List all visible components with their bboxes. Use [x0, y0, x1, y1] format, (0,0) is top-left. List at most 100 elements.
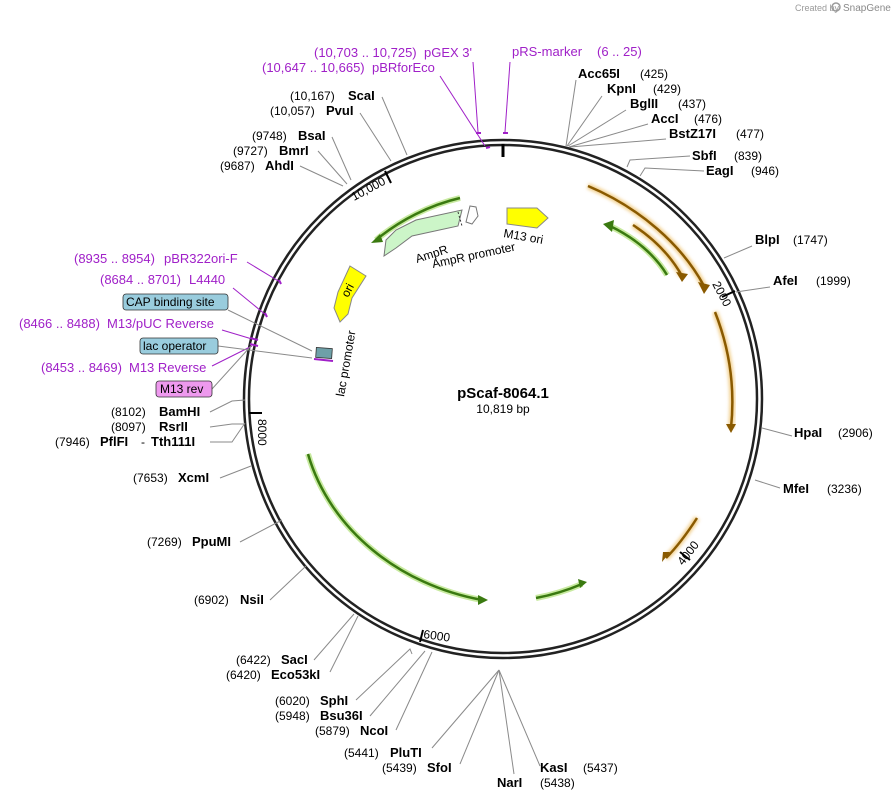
site-sbfi-pos: (839): [734, 149, 762, 163]
site-ncoi-name: NcoI: [360, 723, 388, 738]
site-nsii-name: NsiI: [240, 592, 264, 607]
lac-promoter-label: lac promoter: [333, 329, 358, 397]
site-bsu36i-pos: (5948): [275, 709, 310, 723]
tick-label-8000: 8000: [255, 419, 269, 446]
plasmid-size: 10,819 bp: [476, 402, 530, 416]
primer-prsmarker-name: pRS-marker: [512, 44, 583, 59]
site-hpai-name: HpaI: [794, 425, 822, 440]
cap-binding-site-label: CAP binding site: [126, 295, 215, 309]
site-bstz17i-name: BstZ17I: [669, 126, 716, 141]
site-xcmi-name: XcmI: [178, 470, 209, 485]
site-eagi-pos: (946): [751, 164, 779, 178]
site-bsai-name: BsaI: [298, 128, 325, 143]
orange-feature-1: [586, 183, 710, 294]
primer-pbrforeco-range: (10,647 .. 10,665): [262, 60, 365, 75]
tick-label-2000: 2000: [709, 279, 734, 309]
tick-10000: [384, 170, 392, 184]
site-pflfi-sep: -: [141, 435, 145, 449]
site-ahdi-pos: (9687): [220, 159, 255, 173]
site-kpni-name: KpnI: [607, 81, 636, 96]
leader-l4440: [232, 287, 267, 316]
site-eco53ki-pos: (6420): [226, 668, 261, 682]
primer-m13rev-range: (8453 .. 8469): [41, 360, 122, 375]
site-pvui-pos: (10,057): [270, 104, 315, 118]
cap-binding-site-box: [122, 293, 229, 311]
site-pvui-name: PvuI: [326, 103, 353, 118]
orange-feature-2: [631, 222, 688, 282]
m13-ori-arrow: [506, 207, 549, 229]
site-rsrii-pos: (8097): [111, 420, 146, 434]
site-nsii-pos: (6902): [194, 593, 229, 607]
primer-pbr322ori-name: pBR322ori-F: [164, 251, 238, 266]
site-ahdi-name: AhdI: [265, 158, 294, 173]
site-saci-pos: (6422): [236, 653, 271, 667]
tick-4000: [679, 551, 691, 561]
site-nari-pos: (5438): [540, 776, 575, 790]
lac-operator-box: [139, 337, 219, 355]
backbone-outer: [242, 138, 764, 660]
primer-pbrforeco-name: pBRforEco: [372, 60, 435, 75]
site-bglii-name: BglII: [630, 96, 658, 111]
primer-mark-pbrforeco: [485, 146, 491, 149]
site-xcmi-pos: (7653): [133, 471, 168, 485]
lac-promoter-feature: [315, 347, 333, 359]
site-nari-name: NarI: [497, 775, 522, 790]
green-feature-bottom: [535, 579, 587, 601]
site-rsrii-name: RsrII: [159, 419, 188, 434]
leader-pgex3: [472, 61, 479, 133]
site-scai-pos: (10,167): [290, 89, 335, 103]
site-saci-name: SacI: [281, 652, 308, 667]
leader-lacop: [217, 345, 313, 359]
m13-rev-box: [155, 380, 213, 398]
site-kasi-pos: (5437): [583, 761, 618, 775]
site-sphi-name: SphI: [320, 693, 348, 708]
site-acc65i-pos: (425): [640, 67, 668, 81]
site-kasi-name: KasI: [540, 760, 567, 775]
tick-label-6000: 6000: [423, 627, 452, 645]
credit-prefix: Created by: [795, 3, 840, 13]
leader-m13puc: [221, 329, 253, 340]
m13-rev-label: M13 rev: [160, 382, 203, 396]
ori-arrow: [333, 265, 367, 323]
primer-l4440-range: (8684 .. 8701): [100, 272, 181, 287]
site-hpai-pos: (2906): [838, 426, 873, 440]
site-mfei-pos: (3236): [827, 482, 862, 496]
site-mfei-name: MfeI: [783, 481, 809, 496]
site-acc65i-name: Acc65I: [578, 66, 620, 81]
ampr-promoter-arrow: [465, 205, 479, 225]
site-bmri-pos: (9727): [233, 144, 268, 158]
site-afei-pos: (1999): [816, 274, 851, 288]
ampr-arrow: [383, 209, 463, 258]
orange-feature-3: [712, 310, 736, 433]
site-afei-name: AfeI: [773, 273, 798, 288]
site-pluti-pos: (5441): [344, 746, 379, 760]
site-leaders-left: [209, 96, 408, 443]
m13-ori-label: M13 ori: [502, 226, 544, 247]
lac-operator-label: lac operator: [143, 339, 206, 353]
tick-6000: [419, 629, 424, 643]
site-eco53ki-name: Eco53kI: [271, 667, 320, 682]
primer-m13rev-name: M13 Reverse: [129, 360, 206, 375]
ampr-marker: [457, 211, 463, 227]
site-leaders-bottom: [219, 465, 541, 775]
primer-l4440-name: L4440: [189, 272, 225, 287]
primer-m13puc-range: (8466 .. 8488): [19, 316, 100, 331]
leader-pbrforeco: [439, 75, 486, 147]
site-bsu36i-name: Bsu36I: [320, 708, 363, 723]
site-sphi-pos: (6020): [275, 694, 310, 708]
primer-pbr322ori-range: (8935 .. 8954): [74, 251, 155, 266]
green-feature-top-right: [603, 220, 670, 277]
primer-mark-m13rev: [249, 343, 259, 347]
site-bamhi-name: BamHI: [159, 404, 200, 419]
site-scai-name: ScaI: [348, 88, 375, 103]
leader-pbr322ori: [246, 261, 281, 283]
lac-primer-mark: [313, 358, 334, 362]
primer-pgex3-name: pGEX 3': [424, 45, 472, 60]
site-bstz17i-pos: (477): [736, 127, 764, 141]
leader-prsmarker: [504, 61, 511, 133]
site-pluti-name: PluTI: [390, 745, 422, 760]
tick-2000: [721, 290, 736, 298]
site-bamhi-pos: (8102): [111, 405, 146, 419]
primer-pgex3-range: (10,703 .. 10,725): [314, 45, 417, 60]
